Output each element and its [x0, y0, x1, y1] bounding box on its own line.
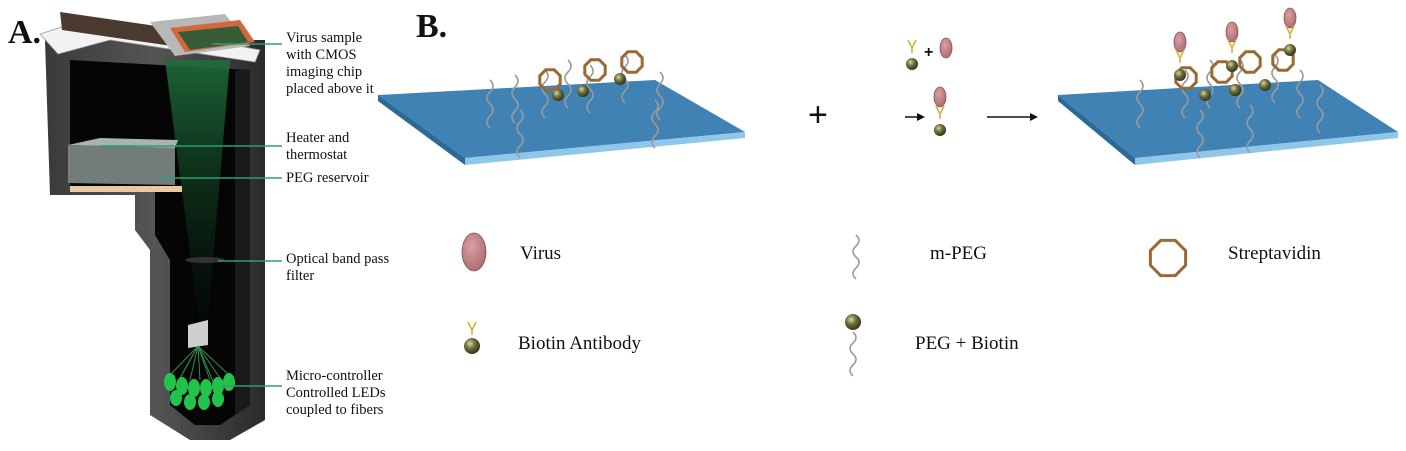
slide-right-molecules	[1136, 7, 1324, 159]
plus-sign: +	[808, 96, 828, 134]
biotin-bead	[1229, 84, 1241, 96]
m-peg-chain	[656, 71, 664, 121]
callout-virus-sample: Virus sample with CMOS imaging chip plac…	[286, 30, 374, 97]
m-peg-chain	[1316, 84, 1324, 134]
sample-arm	[60, 12, 172, 46]
virus-particle	[1173, 31, 1187, 53]
legend-streptavidin-label: Streptavidin	[1228, 243, 1321, 264]
streptavidin-ring	[538, 68, 562, 92]
led-array	[164, 373, 235, 410]
biotin-bead	[1174, 69, 1186, 81]
legend-virus-icon	[461, 232, 487, 272]
slide-left-molecules	[486, 50, 664, 159]
legend-biotin-antibody-label: Biotin Antibody	[518, 333, 641, 354]
biotin-bead	[934, 124, 946, 136]
legend-mpeg-label: m-PEG	[930, 243, 987, 264]
virus-particle	[1283, 7, 1297, 29]
legend-biotin-antibody-icon	[464, 338, 480, 354]
plus-sign-small: +	[924, 44, 934, 61]
slide-right	[1058, 80, 1398, 165]
biotin-bead	[1199, 89, 1211, 101]
light-beam	[165, 60, 230, 330]
m-peg-chain	[1136, 79, 1144, 129]
m-peg-chain	[486, 79, 494, 129]
virus-particle	[1225, 21, 1239, 43]
band-pass-filter	[185, 257, 225, 263]
m-peg-chain	[516, 109, 524, 159]
legend-peg-biotin-chain-icon	[849, 331, 857, 377]
biotin-bead	[1284, 44, 1296, 56]
antibody-y	[1227, 39, 1237, 53]
streptavidin-ring	[620, 50, 644, 74]
reaction-scheme	[906, 37, 953, 136]
callout-filter: Optical band pass filter	[286, 251, 390, 284]
antibody-y	[1285, 25, 1295, 39]
streptavidin-ring	[583, 58, 607, 82]
virus-particle	[939, 37, 953, 59]
led-fibers	[169, 345, 229, 387]
device-illustration	[39, 12, 265, 440]
biotin-bead	[906, 58, 918, 70]
m-peg-chain	[1181, 69, 1189, 119]
panel-a-label: A.	[8, 14, 42, 51]
antibody-y	[907, 39, 917, 53]
callout-lines	[100, 43, 282, 387]
m-peg-chain	[511, 74, 519, 124]
legend-icons	[461, 232, 1188, 377]
callout-peg-reservoir: PEG reservoir	[286, 170, 369, 186]
callout-leds: Micro-controller Controlled LEDs coupled…	[286, 368, 386, 418]
m-peg-chain	[651, 99, 659, 149]
m-peg-chain	[1271, 54, 1279, 104]
biotin-bead	[614, 73, 626, 85]
legend-streptavidin-icon	[1148, 238, 1188, 278]
m-peg-chain	[1246, 104, 1254, 154]
legend-virus-label: Virus	[520, 243, 562, 264]
peg-reservoir-plate	[70, 186, 182, 192]
biotin-bead	[552, 89, 564, 101]
m-peg-chain	[1196, 109, 1204, 159]
callout-heater: Heater and thermostat	[286, 130, 350, 163]
panel-b-label: B.	[416, 8, 448, 45]
m-peg-chain	[1296, 69, 1304, 119]
legend-peg-biotin-label: PEG + Biotin	[915, 333, 1019, 354]
m-peg-chain	[541, 69, 549, 119]
m-peg-chain	[564, 59, 572, 109]
virus-particle	[933, 86, 947, 108]
antibody-y	[467, 321, 477, 335]
antibody-y	[1175, 49, 1185, 63]
biotin-bead	[577, 85, 589, 97]
streptavidin-ring	[1238, 50, 1262, 74]
heater-box	[68, 145, 175, 185]
m-peg-chain	[586, 64, 594, 114]
reaction-arrows	[905, 113, 1038, 121]
legend-mpeg-icon	[852, 234, 860, 280]
antibody-y	[935, 105, 945, 119]
legend-peg-biotin-bead-icon	[845, 314, 861, 330]
biotin-bead	[1259, 79, 1271, 91]
biotin-bead	[1226, 60, 1238, 72]
